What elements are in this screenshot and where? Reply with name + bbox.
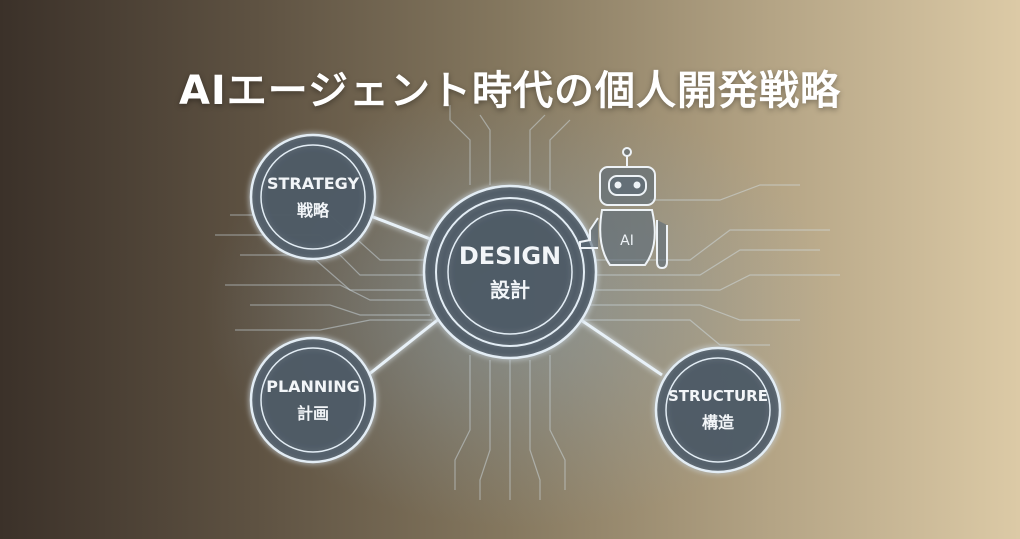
node-planning: PLANNING 計画 bbox=[251, 338, 375, 462]
page-title: AIエージェント時代の個人開発戦略 bbox=[178, 68, 842, 114]
robot-icon bbox=[579, 147, 668, 270]
node-label-en: STRUCTURE bbox=[668, 387, 768, 405]
node-label-en: PLANNING bbox=[266, 376, 360, 396]
node-label-en: STRATEGY bbox=[266, 173, 360, 193]
connector-lines bbox=[367, 213, 663, 377]
node-label-en: DESIGN bbox=[458, 241, 562, 270]
robot-badge: AI bbox=[620, 233, 634, 249]
node-label-jp: 戦略 bbox=[296, 200, 329, 220]
node-structure: STRUCTURE 構造 bbox=[656, 348, 780, 472]
node-circles bbox=[249, 133, 782, 474]
node-label-jp: 構造 bbox=[701, 413, 734, 432]
node-strategy: STRATEGY 戦略 bbox=[251, 135, 375, 259]
node-label-jp: 計画 bbox=[296, 403, 329, 423]
node-design: DESIGN 設計 bbox=[424, 186, 596, 358]
node-label-jp: 設計 bbox=[490, 277, 530, 302]
circuit-traces bbox=[215, 105, 840, 500]
